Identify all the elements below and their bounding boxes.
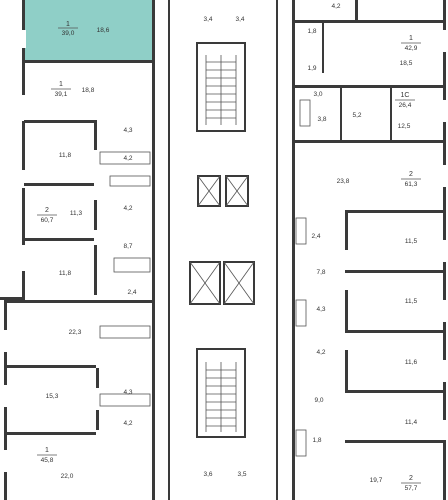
apartment-number: 1С bbox=[401, 92, 410, 99]
room-area: 7,8 bbox=[316, 269, 325, 276]
room-area: 4,2 bbox=[123, 420, 132, 427]
room-area: 22,3 bbox=[69, 329, 82, 336]
room-area: 1,9 bbox=[307, 65, 316, 72]
room-area: 11,8 bbox=[59, 152, 72, 159]
room-area: 11,5 bbox=[405, 298, 418, 305]
apartment-highlight[interactable] bbox=[24, 0, 152, 60]
apartment-area: 39,0 bbox=[62, 30, 75, 37]
room-area: 4,3 bbox=[123, 127, 132, 134]
room-area: 12,5 bbox=[398, 123, 411, 130]
room-area: 1,8 bbox=[312, 437, 321, 444]
room-area: 1,8 bbox=[307, 28, 316, 35]
room-area: 11,8 bbox=[59, 270, 72, 277]
room-area: 4,2 bbox=[331, 3, 340, 10]
room-area: 11,3 bbox=[70, 210, 83, 217]
room-area: 4,2 bbox=[316, 349, 325, 356]
apartment-number: 1 bbox=[66, 21, 70, 28]
apartment-area: 57,7 bbox=[405, 485, 418, 492]
apartment-area: 39,1 bbox=[55, 91, 68, 98]
room-area: 18,5 bbox=[400, 60, 413, 67]
room-area: 22,0 bbox=[61, 473, 74, 480]
room-area: 4,3 bbox=[316, 306, 325, 313]
room-area: 9,0 bbox=[314, 397, 323, 404]
room-area: 3,4 bbox=[235, 16, 244, 23]
room-area: 11,5 bbox=[405, 238, 418, 245]
stairs-top bbox=[205, 55, 237, 125]
room-area: 3,5 bbox=[237, 471, 246, 478]
apartment-number: 2 bbox=[409, 475, 413, 482]
room-area: 11,4 bbox=[405, 419, 418, 426]
apartment-number: 1 bbox=[409, 35, 413, 42]
room-area: 18,6 bbox=[97, 27, 110, 34]
bathroom-fixtures bbox=[99, 99, 311, 457]
stairs-bottom bbox=[205, 362, 237, 432]
room-area: 4,2 bbox=[123, 155, 132, 162]
room-area: 4,2 bbox=[123, 205, 132, 212]
room-area: 5,2 bbox=[352, 112, 361, 119]
room-area: 15,3 bbox=[46, 393, 59, 400]
room-area: 8,7 bbox=[123, 243, 132, 250]
apartment-number: 2 bbox=[45, 207, 49, 214]
elevators bbox=[189, 175, 255, 305]
apartment-area: 61,3 bbox=[405, 181, 418, 188]
room-area: 11,6 bbox=[405, 359, 418, 366]
apartment-area: 26,4 bbox=[399, 102, 412, 109]
apartment-number: 2 bbox=[409, 171, 413, 178]
apartment-area: 60,7 bbox=[41, 217, 54, 224]
room-area: 3,8 bbox=[317, 116, 326, 123]
room-area: 2,4 bbox=[127, 289, 136, 296]
apartment-area: 42,9 bbox=[405, 45, 418, 52]
apartment-labels: 1 39,0 1 39,1 2 60,7 1 45,8 1 42,9 1С 26… bbox=[37, 21, 421, 492]
apartment-number: 1 bbox=[59, 81, 63, 88]
room-area: 3,0 bbox=[313, 91, 322, 98]
room-area: 4,3 bbox=[123, 389, 132, 396]
room-area: 3,6 bbox=[203, 471, 212, 478]
room-area: 19,7 bbox=[370, 477, 383, 484]
room-area: 18,8 bbox=[82, 87, 95, 94]
apartment-area: 45,8 bbox=[41, 457, 54, 464]
room-labels: 18,6 18,8 4,3 11,8 4,2 4,2 11,3 8,7 11,8… bbox=[46, 3, 418, 484]
apartment-number: 1 bbox=[45, 447, 49, 454]
room-area: 2,4 bbox=[311, 233, 320, 240]
room-area: 23,8 bbox=[337, 178, 350, 185]
room-area: 3,4 bbox=[203, 16, 212, 23]
